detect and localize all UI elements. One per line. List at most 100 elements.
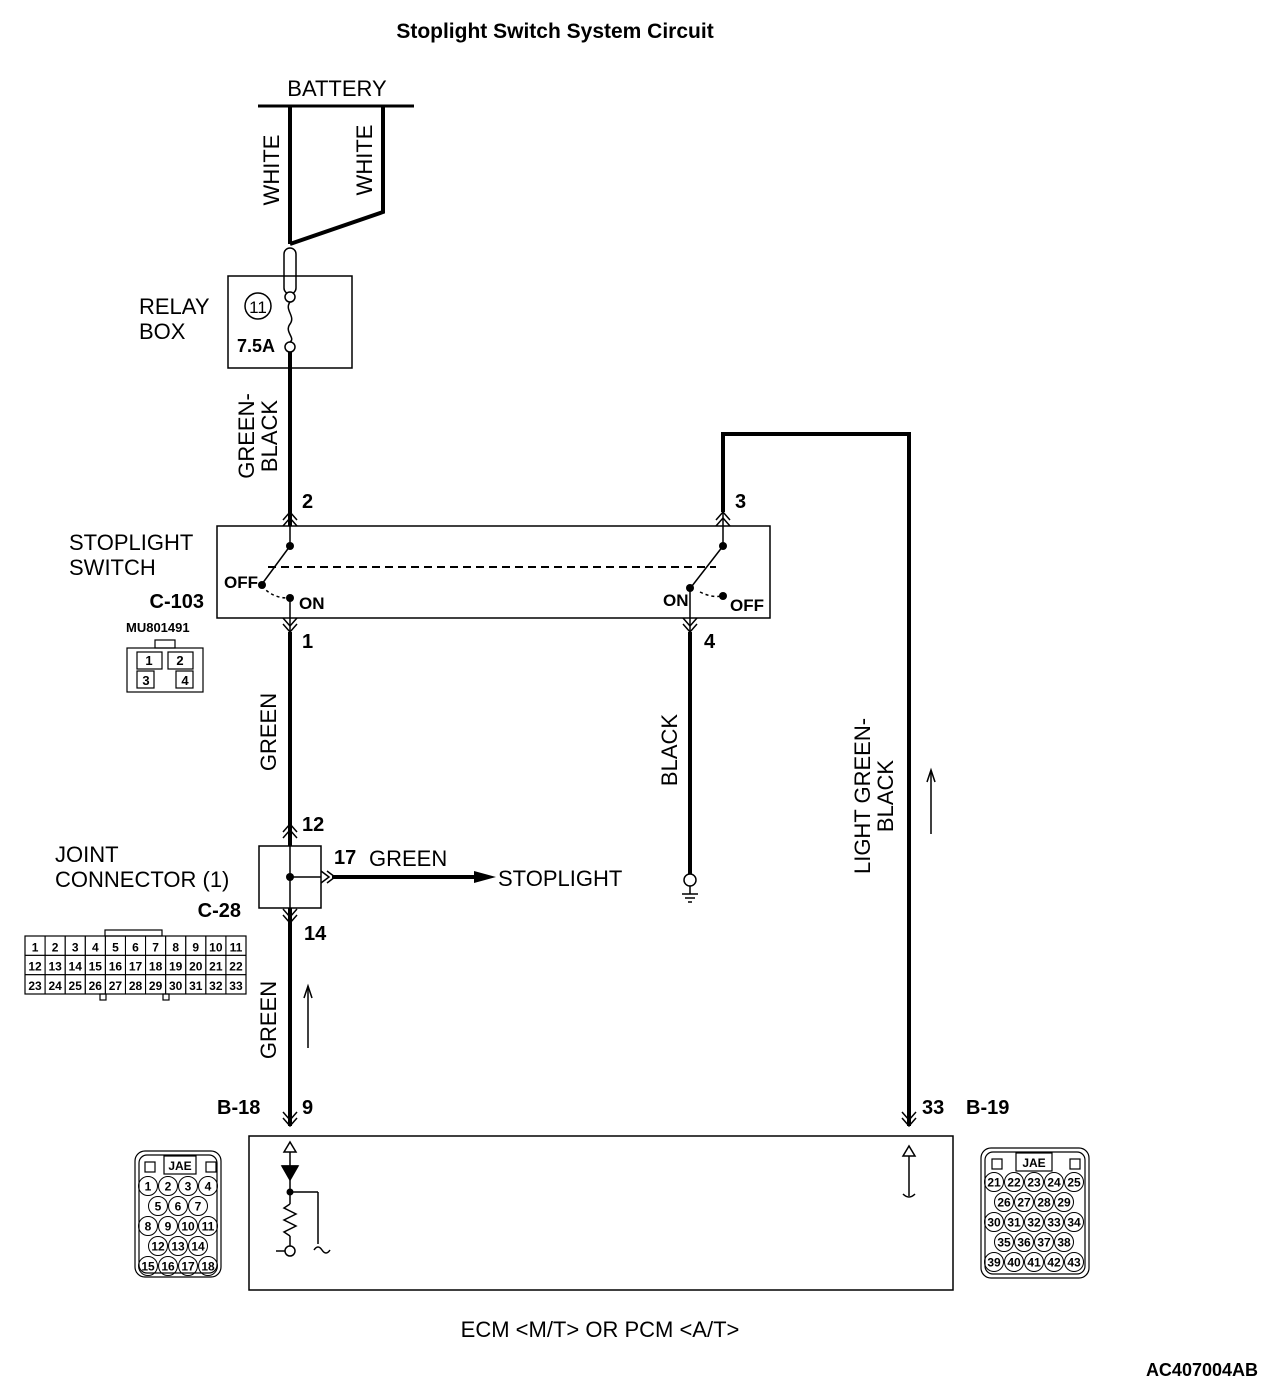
c28-pin-label: 26	[89, 979, 103, 993]
b19-pin-label: 26	[997, 1196, 1011, 1210]
b18-pin	[138, 1216, 158, 1236]
switch-connector-id: C-103	[150, 591, 204, 613]
part-number: MU801491	[126, 620, 190, 635]
c28-pin-label: 33	[229, 979, 243, 993]
b19-pin	[1004, 1252, 1024, 1272]
joint-connector-id: C-28	[198, 900, 241, 922]
switch-on-left: ON	[299, 594, 325, 613]
b19-pin	[1024, 1252, 1044, 1272]
c28-pin-label: 30	[169, 979, 183, 993]
pin-4: 4	[704, 631, 716, 653]
b19-pin	[1024, 1212, 1044, 1232]
b19-pin	[1054, 1192, 1074, 1212]
c28-pin-label: 19	[169, 960, 183, 974]
diagram-title: Stoplight Switch System Circuit	[396, 20, 713, 43]
b18-pin	[138, 1176, 158, 1196]
b19-pin-label: 24	[1047, 1176, 1061, 1190]
c28-pin-label: 14	[69, 960, 83, 974]
b19-pin	[1034, 1192, 1054, 1212]
relay-box-label-2: BOX	[139, 319, 186, 344]
b18-jae-label: JAE	[168, 1159, 191, 1173]
b18-pin	[168, 1236, 188, 1256]
b18-pin	[158, 1216, 178, 1236]
b18-pin	[198, 1256, 218, 1276]
b19-pin-label: 43	[1067, 1256, 1081, 1270]
wire-label-green-black-2: BLACK	[257, 400, 282, 472]
connector-b18-face	[134, 1150, 222, 1278]
b18-pin-label: 10	[181, 1220, 195, 1234]
ecm-connector-right: B-19	[966, 1097, 1009, 1119]
c28-pin-label: 16	[109, 960, 123, 974]
b18-pin	[168, 1196, 188, 1216]
b18-pin-label: 11	[202, 1220, 215, 1234]
b19-jae-label: JAE	[1022, 1156, 1045, 1170]
c28-pin-label: 27	[109, 979, 123, 993]
wire-label-white-left: WHITE	[259, 135, 284, 206]
pin-9: 9	[302, 1097, 313, 1119]
wire-label-green-lower: GREEN	[256, 981, 281, 1059]
connector-b19-face	[980, 1147, 1090, 1279]
b19-pin-label: 39	[987, 1256, 1001, 1270]
ecm-input-right	[901, 1144, 917, 1198]
b18-pin-label: 15	[141, 1260, 155, 1274]
white-wires	[288, 106, 385, 246]
pin-14: 14	[304, 923, 327, 945]
c28-pin-label: 4	[92, 940, 99, 954]
b18-pin	[188, 1196, 208, 1216]
stoplight-label: STOPLIGHT	[498, 866, 622, 891]
b18-pin	[198, 1216, 218, 1236]
b19-pin-label: 23	[1027, 1176, 1041, 1190]
b19-pin-label: 41	[1027, 1256, 1041, 1270]
wire-label-green-black-1: GREEN-	[234, 393, 259, 479]
b18-pin-label: 18	[201, 1260, 215, 1274]
pin-2: 2	[302, 491, 313, 513]
b19-pin	[984, 1212, 1004, 1232]
b19-pin	[1064, 1172, 1084, 1192]
b19-pin-label: 33	[1047, 1216, 1061, 1230]
b18-pin-label: 3	[185, 1180, 192, 1194]
b19-pin	[1034, 1232, 1054, 1252]
joint-connector-label-2: CONNECTOR (1)	[55, 867, 229, 892]
wire-label-black: BLACK	[657, 714, 682, 786]
b19-pin-label: 30	[987, 1216, 1001, 1230]
c28-pin-label: 20	[189, 960, 203, 974]
c28-pin-label: 18	[149, 960, 163, 974]
wire-label-green-upper: GREEN	[256, 693, 281, 771]
ground-icon	[682, 873, 698, 903]
c28-pin-label: 32	[209, 979, 223, 993]
b19-pin	[1014, 1232, 1034, 1252]
c28-pin-label: 17	[129, 960, 143, 974]
b18-pin	[188, 1236, 208, 1256]
b18-pin-label: 6	[175, 1200, 182, 1214]
c28-pin-label: 2	[52, 940, 59, 954]
pin-12: 12	[302, 814, 324, 836]
c28-pin-label: 1	[32, 940, 39, 954]
ecm-connector-left: B-18	[217, 1097, 260, 1119]
ecm-input-circuit	[276, 1140, 331, 1257]
pin-33: 33	[922, 1097, 944, 1119]
b19-pin	[984, 1252, 1004, 1272]
c28-pin-label: 10	[209, 940, 223, 954]
b18-pin-label: 5	[155, 1200, 162, 1214]
c28-cell	[225, 974, 247, 995]
joint-node	[286, 873, 294, 881]
b18-pin	[158, 1256, 178, 1276]
b19-pin	[1004, 1172, 1024, 1192]
switch-off-right: OFF	[730, 596, 764, 615]
c28-pin-label: 9	[192, 940, 199, 954]
c28-pin-label: 15	[89, 960, 103, 974]
fuse-number: 11	[249, 298, 267, 317]
c28-pin-label: 25	[69, 979, 83, 993]
wire-label-green-17: GREEN	[369, 846, 447, 871]
b19-pin-label: 29	[1057, 1196, 1071, 1210]
b19-pin-label: 40	[1007, 1256, 1021, 1270]
ecm-label: ECM <M/T> OR PCM <A/T>	[461, 1317, 740, 1342]
switch-label-2: SWITCH	[69, 555, 156, 580]
c103-pin-1: 1	[145, 653, 152, 668]
c28-pin-label: 8	[172, 940, 179, 954]
pin-3: 3	[735, 491, 746, 513]
c28-pin-label: 21	[209, 960, 223, 974]
wire-light-green-black	[721, 432, 911, 1126]
